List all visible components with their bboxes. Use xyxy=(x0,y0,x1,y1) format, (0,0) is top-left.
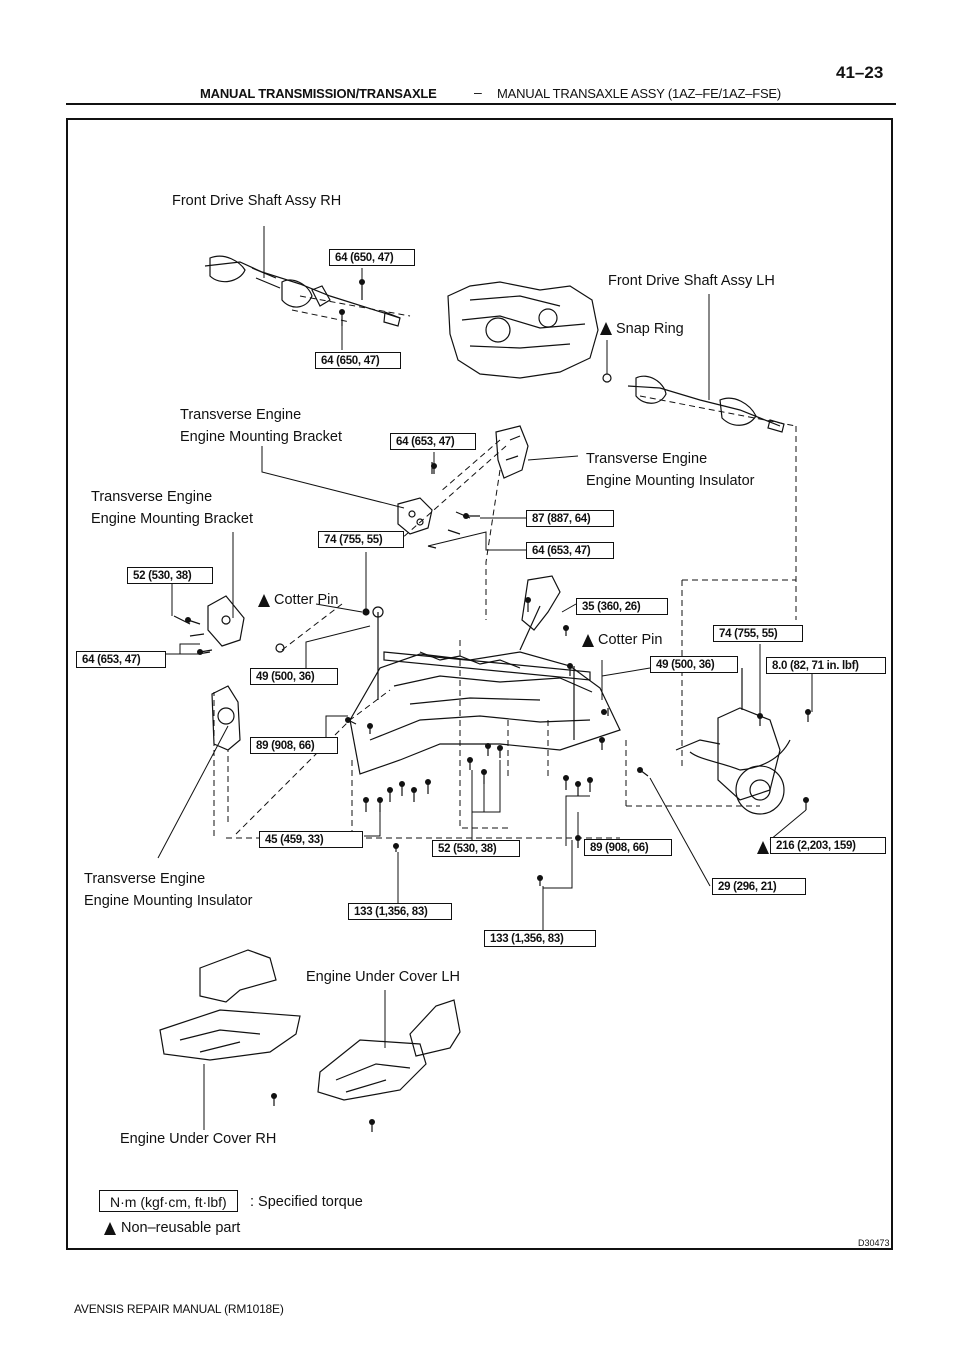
label-mounting-bracket-upper-line1: Transverse Engine xyxy=(180,407,302,423)
torque-spec: 35 (360, 26) xyxy=(576,598,668,615)
transaxle-drawing xyxy=(447,281,599,379)
black-triangle-icon xyxy=(104,1222,116,1235)
label-mounting-bracket-left-line1: Transverse Engine xyxy=(91,489,213,505)
drive-shaft-lh-drawing xyxy=(602,373,785,433)
page-number: 41–23 xyxy=(836,63,884,82)
black-triangle-icon xyxy=(757,841,769,854)
brake-assembly-drawing xyxy=(675,668,791,815)
torque-unit-legend-box: N·m (kgf·cm, ft·lbf) xyxy=(99,1190,238,1212)
label-snap-ring: Snap Ring xyxy=(616,321,684,337)
torque-spec: 64 (653, 47) xyxy=(76,651,166,668)
torque-spec: 49 (500, 36) xyxy=(650,656,738,673)
under-cover-rh-drawing xyxy=(159,949,301,1061)
label-cotter-pin-right: Cotter Pin xyxy=(598,632,663,648)
torque-spec: 133 (1,356, 83) xyxy=(484,930,596,947)
torque-spec: 74 (755, 55) xyxy=(713,625,803,642)
torque-spec: 52 (530, 38) xyxy=(432,840,520,857)
label-cotter-pin-left: Cotter Pin xyxy=(274,592,339,608)
torque-spec: 74 (755, 55) xyxy=(318,531,404,548)
torque-spec: 64 (650, 47) xyxy=(315,352,401,369)
torque-spec: 64 (653, 47) xyxy=(526,542,614,559)
label-mounting-bracket-upper-line2: Engine Mounting Bracket xyxy=(180,429,343,445)
stabilizer-link-drawing xyxy=(362,606,575,740)
figure-frame xyxy=(66,118,893,1250)
steering-rack-drawing xyxy=(383,575,591,681)
assembly-dashed-lines xyxy=(213,295,797,840)
torque-spec: 8.0 (82, 71 in. lbf) xyxy=(766,657,886,674)
torque-spec: 29 (296, 21) xyxy=(712,878,806,895)
torque-spec: 89 (908, 66) xyxy=(584,839,672,856)
black-triangle-icon xyxy=(600,322,612,335)
figure-code: D30473 xyxy=(858,1238,890,1248)
label-mounting-insulator-right-line1: Transverse Engine xyxy=(586,451,708,467)
bolt-icons xyxy=(187,282,809,1132)
label-mounting-insulator-left-line1: Transverse Engine xyxy=(84,871,206,887)
non-reusable-legend-text: Non–reusable part xyxy=(121,1220,241,1236)
label-mounting-insulator-right-line2: Engine Mounting Insulator xyxy=(586,473,755,489)
torque-spec: 64 (653, 47) xyxy=(390,433,476,450)
torque-spec: 49 (500, 36) xyxy=(250,668,338,685)
torque-spec: 133 (1,356, 83) xyxy=(348,903,452,920)
torque-spec: 45 (459, 33) xyxy=(259,831,363,848)
bolt-heads xyxy=(185,279,811,1125)
header-rule xyxy=(66,103,896,105)
label-mounting-insulator-left-line2: Engine Mounting Insulator xyxy=(84,893,253,909)
label-engine-under-cover-lh: Engine Under Cover LH xyxy=(306,969,460,985)
black-triangle-icon xyxy=(582,634,594,647)
torque-unit-legend-text: : Specified torque xyxy=(250,1194,363,1210)
upper-mount-drawing xyxy=(397,425,529,549)
footer-manual-id: AVENSIS REPAIR MANUAL (RM1018E) xyxy=(74,1302,284,1316)
black-triangle-icon xyxy=(258,594,270,607)
label-engine-under-cover-rh: Engine Under Cover RH xyxy=(120,1131,277,1147)
torque-spec: 52 (530, 38) xyxy=(127,567,213,584)
torque-spec: 89 (908, 66) xyxy=(250,737,338,754)
label-front-drive-shaft-lh: Front Drive Shaft Assy LH xyxy=(608,273,775,289)
label-mounting-bracket-left-line2: Engine Mounting Bracket xyxy=(91,511,254,527)
torque-spec: 216 (2,203, 159) xyxy=(770,837,886,854)
left-insulator-drawing xyxy=(211,685,241,751)
subsection-title: MANUAL TRANSAXLE ASSY (1AZ–FE/1AZ–FSE) xyxy=(497,86,782,101)
header-separator: – xyxy=(474,84,482,100)
section-title: MANUAL TRANSMISSION/TRANSAXLE xyxy=(200,86,437,101)
torque-spec: 64 (650, 47) xyxy=(329,249,415,266)
leader-lines xyxy=(157,226,813,1130)
under-cover-lh-drawing xyxy=(317,999,461,1101)
torque-spec: 87 (887, 64) xyxy=(526,510,614,527)
label-front-drive-shaft-rh: Front Drive Shaft Assy RH xyxy=(172,193,342,209)
